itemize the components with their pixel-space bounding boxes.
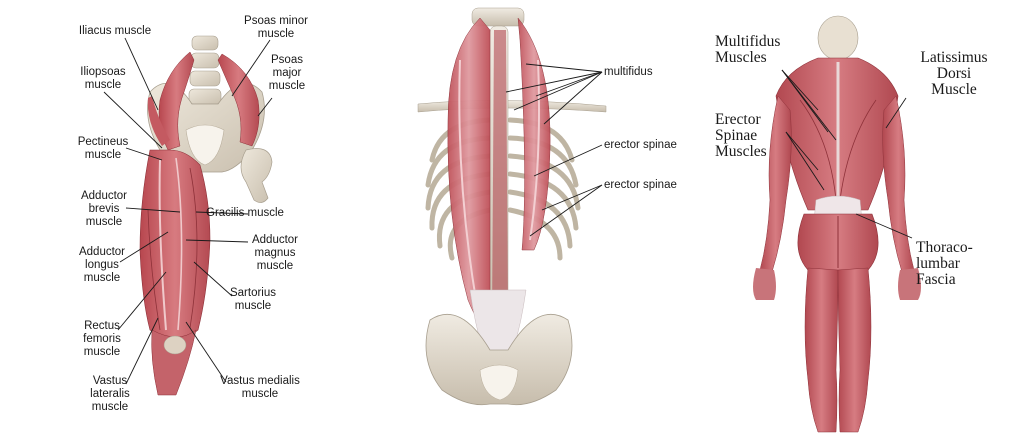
panel-posterior-body-muscles: Multifidus Muscles Latissimus Dorsi Musc… — [690, 0, 1024, 434]
label-gracilis-muscle: Gracilis muscle — [206, 207, 284, 219]
psoas-major-muscle — [217, 53, 260, 147]
leader-lines — [103, 37, 273, 385]
label-iliopsoas-muscle: Iliopsoas muscle — [80, 66, 126, 91]
label-vastus-lateralis-muscle: Vastus lateralis muscle — [90, 375, 130, 413]
thigh-muscles — [139, 149, 211, 341]
spine-ribcage-illustration — [417, 7, 607, 406]
panel-hip-thigh-muscles: Iliacus muscle Psoas minor muscle Psoas … — [0, 0, 330, 434]
label-psoas-minor-muscle: Psoas minor muscle — [244, 15, 308, 40]
label-rectus-femoris-muscle: Rectus femoris muscle — [83, 320, 121, 358]
label-thoracolumbar-fascia: Thoraco- lumbar Fascia — [916, 239, 973, 288]
leader-lines — [781, 69, 913, 239]
label-multifidus: multifidus — [604, 66, 653, 78]
pelvis-bone — [425, 313, 573, 406]
left-leg — [804, 267, 839, 433]
femur-bone-right — [240, 148, 273, 203]
right-leg — [837, 267, 872, 433]
erector-spinae-right — [517, 17, 551, 251]
iliacus-muscle — [147, 96, 170, 146]
label-latissimus-dorsi-muscle: Latissimus Dorsi Muscle — [920, 49, 988, 98]
label-pectineus-muscle: Pectineus muscle — [77, 136, 129, 161]
label-sartorius-muscle: Sartorius muscle — [229, 287, 277, 312]
label-adductor-brevis-muscle: Adductor brevis muscle — [80, 190, 128, 228]
label-erector-spinae-upper: erector spinae — [604, 139, 677, 151]
label-adductor-longus-muscle: Adductor longus muscle — [78, 246, 126, 284]
right-arm — [882, 95, 915, 273]
label-vastus-medialis-muscle: Vastus medialis muscle — [220, 375, 300, 400]
label-erector-spinae-lower: erector spinae — [604, 179, 677, 191]
label-erector-spinae-muscles: Erector Spinae Muscles — [715, 111, 767, 160]
panel-back-spine-muscles: multifidus erector spinae erector spinae — [330, 0, 690, 434]
multifidus-band — [492, 30, 508, 320]
label-iliacus-muscle: Iliacus muscle — [78, 25, 152, 37]
head — [817, 15, 859, 61]
label-adductor-magnus-muscle: Adductor magnus muscle — [251, 234, 299, 272]
posterior-body-illustration — [753, 15, 921, 433]
erector-spinae-left — [447, 17, 491, 331]
psoas-left-muscle — [158, 51, 195, 151]
label-psoas-major-muscle: Psoas major muscle — [268, 54, 306, 92]
lumbar-spine — [188, 35, 222, 105]
leader-lines — [505, 63, 603, 237]
label-multifidus-muscles: Multifidus Muscles — [715, 33, 781, 66]
hip-thigh-illustration — [103, 35, 273, 396]
